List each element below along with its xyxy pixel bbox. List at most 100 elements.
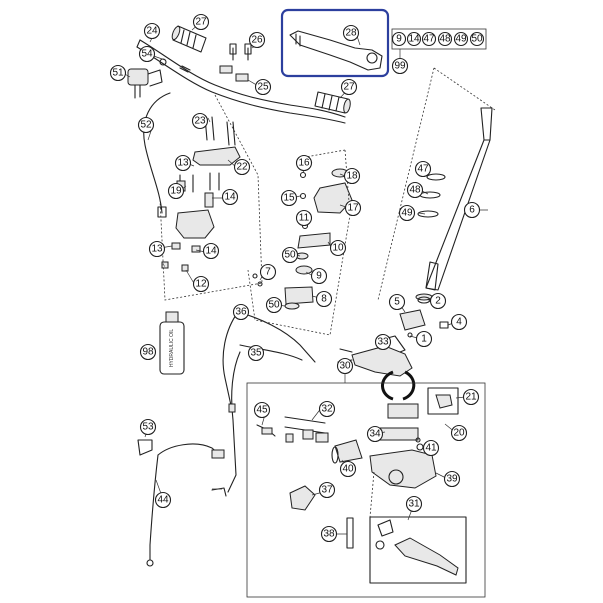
handlebar <box>136 39 346 124</box>
callout-16: 16 <box>295 154 313 172</box>
svg-text:27: 27 <box>343 82 355 93</box>
group-label-9: 9 <box>391 31 407 47</box>
throttle-assembly <box>289 30 383 71</box>
callout-36: 36 <box>232 303 250 321</box>
callout-14a: 14 <box>221 188 239 206</box>
svg-text:41: 41 <box>425 443 437 454</box>
callout-45: 45 <box>253 401 271 419</box>
group-label-49: 49 <box>453 31 469 47</box>
callout-5: 5 <box>388 293 406 311</box>
callout-52: 52 <box>137 116 155 134</box>
highlight-box[interactable] <box>280 8 390 78</box>
callout-27a: 27 <box>192 13 210 31</box>
callout-2: 2 <box>429 292 447 310</box>
callout-11: 11 <box>295 209 313 227</box>
rotation-arrow <box>381 370 416 401</box>
callout-33: 33 <box>374 333 392 351</box>
callout-47: 47 <box>414 160 432 178</box>
callout-9: 9 <box>310 267 328 285</box>
svg-text:36: 36 <box>235 307 247 318</box>
svg-text:31: 31 <box>408 499 420 510</box>
callout-28: 28 <box>342 24 360 42</box>
svg-text:52: 52 <box>140 120 152 131</box>
svg-text:25: 25 <box>257 82 269 93</box>
callout-41: 41 <box>422 439 440 457</box>
callout-23: 23 <box>191 112 209 130</box>
svg-text:21: 21 <box>465 392 477 403</box>
callout-6: 6 <box>463 201 481 219</box>
callout-7: 7 <box>259 263 277 281</box>
svg-text:23: 23 <box>194 116 206 127</box>
callout-37: 37 <box>318 481 336 499</box>
fork-stem <box>415 107 493 301</box>
callout-50b: 50 <box>265 296 283 314</box>
svg-text:12: 12 <box>195 279 207 290</box>
svg-text:14: 14 <box>205 246 217 257</box>
callout-44: 44 <box>154 491 172 509</box>
svg-text:47: 47 <box>417 164 429 175</box>
callout-51: 51 <box>109 64 127 82</box>
callout-98: 98 <box>139 343 157 361</box>
callout-12: 12 <box>192 275 210 293</box>
svg-text:1: 1 <box>421 334 427 345</box>
group-label-47: 47 <box>421 31 437 47</box>
left-grip <box>171 25 207 53</box>
svg-text:50: 50 <box>284 250 296 261</box>
clamp-guide-left <box>159 94 263 301</box>
svg-text:99: 99 <box>394 61 406 72</box>
callout-18: 18 <box>343 167 361 185</box>
callout-24: 24 <box>143 22 161 40</box>
callout-38: 38 <box>320 525 338 543</box>
svg-text:18: 18 <box>346 171 358 182</box>
callout-22: 22 <box>233 158 251 176</box>
svg-text:30: 30 <box>339 361 351 372</box>
callout-20: 20 <box>450 424 468 442</box>
stem-guide <box>377 67 496 301</box>
callout-49: 49 <box>398 204 416 222</box>
callout-13a: 13 <box>174 154 192 172</box>
svg-text:50: 50 <box>268 300 280 311</box>
svg-text:11: 11 <box>299 213 310 224</box>
switch-cable <box>143 92 171 218</box>
callout-10: 10 <box>329 239 347 257</box>
svg-text:26: 26 <box>251 35 263 46</box>
svg-text:8: 8 <box>321 294 327 305</box>
sub-assembly-frame <box>246 382 486 598</box>
triple-clamp-right <box>252 168 353 310</box>
callout-4: 4 <box>450 313 468 331</box>
svg-text:48: 48 <box>409 185 421 196</box>
svg-text:38: 38 <box>323 529 335 540</box>
svg-text:17: 17 <box>347 203 359 214</box>
svg-text:53: 53 <box>142 422 154 433</box>
right-grip <box>314 91 351 114</box>
svg-text:50: 50 <box>471 34 483 45</box>
callout-14b: 14 <box>202 242 220 260</box>
callout-99: 99 <box>391 57 409 75</box>
svg-text:7: 7 <box>265 267 271 278</box>
svg-text:13: 13 <box>177 158 189 169</box>
svg-text:33: 33 <box>377 337 389 348</box>
svg-text:20: 20 <box>453 428 465 439</box>
svg-text:9: 9 <box>396 34 402 45</box>
callout-25: 25 <box>254 78 272 96</box>
svg-text:15: 15 <box>283 193 295 204</box>
bar-clamp-screws <box>219 43 252 82</box>
svg-text:4: 4 <box>456 317 462 328</box>
callout-54: 54 <box>138 45 156 63</box>
svg-text:28: 28 <box>345 28 357 39</box>
callout-15: 15 <box>280 189 298 207</box>
callout-30: 30 <box>336 357 354 375</box>
left-switch <box>127 58 191 99</box>
bottle-label: HYDRAULIC OIL <box>169 329 175 368</box>
svg-text:16: 16 <box>298 158 310 169</box>
callout-50a: 50 <box>281 246 299 264</box>
svg-text:44: 44 <box>157 495 169 506</box>
callout-26: 26 <box>248 31 266 49</box>
callout-19: 19 <box>167 182 185 200</box>
svg-text:27: 27 <box>195 17 207 28</box>
callout-40: 40 <box>339 460 357 478</box>
callout-31: 31 <box>405 495 423 513</box>
svg-text:24: 24 <box>146 26 158 37</box>
svg-text:39: 39 <box>446 474 458 485</box>
